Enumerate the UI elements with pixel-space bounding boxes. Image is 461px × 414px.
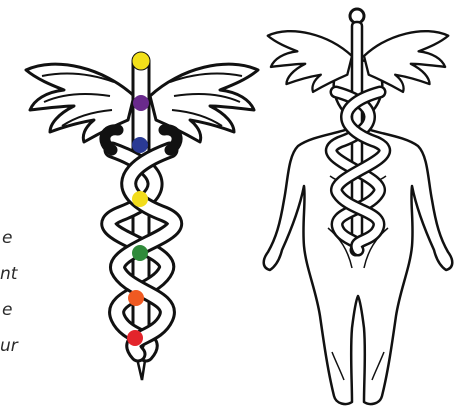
caption-fragment: nt [0, 264, 17, 284]
caption-fragment: ur [0, 336, 18, 356]
chakra-dot [127, 330, 143, 346]
chakra-dot [132, 191, 148, 207]
chakra-dot [133, 95, 149, 111]
chakra-dot [132, 52, 150, 70]
left-caduceus [26, 52, 258, 380]
chakra-dot [132, 245, 148, 261]
chakra-dot [132, 137, 148, 153]
caption-fragment: e [2, 300, 12, 320]
caption-fragment: e [2, 228, 12, 248]
chakra-dot [128, 290, 144, 306]
